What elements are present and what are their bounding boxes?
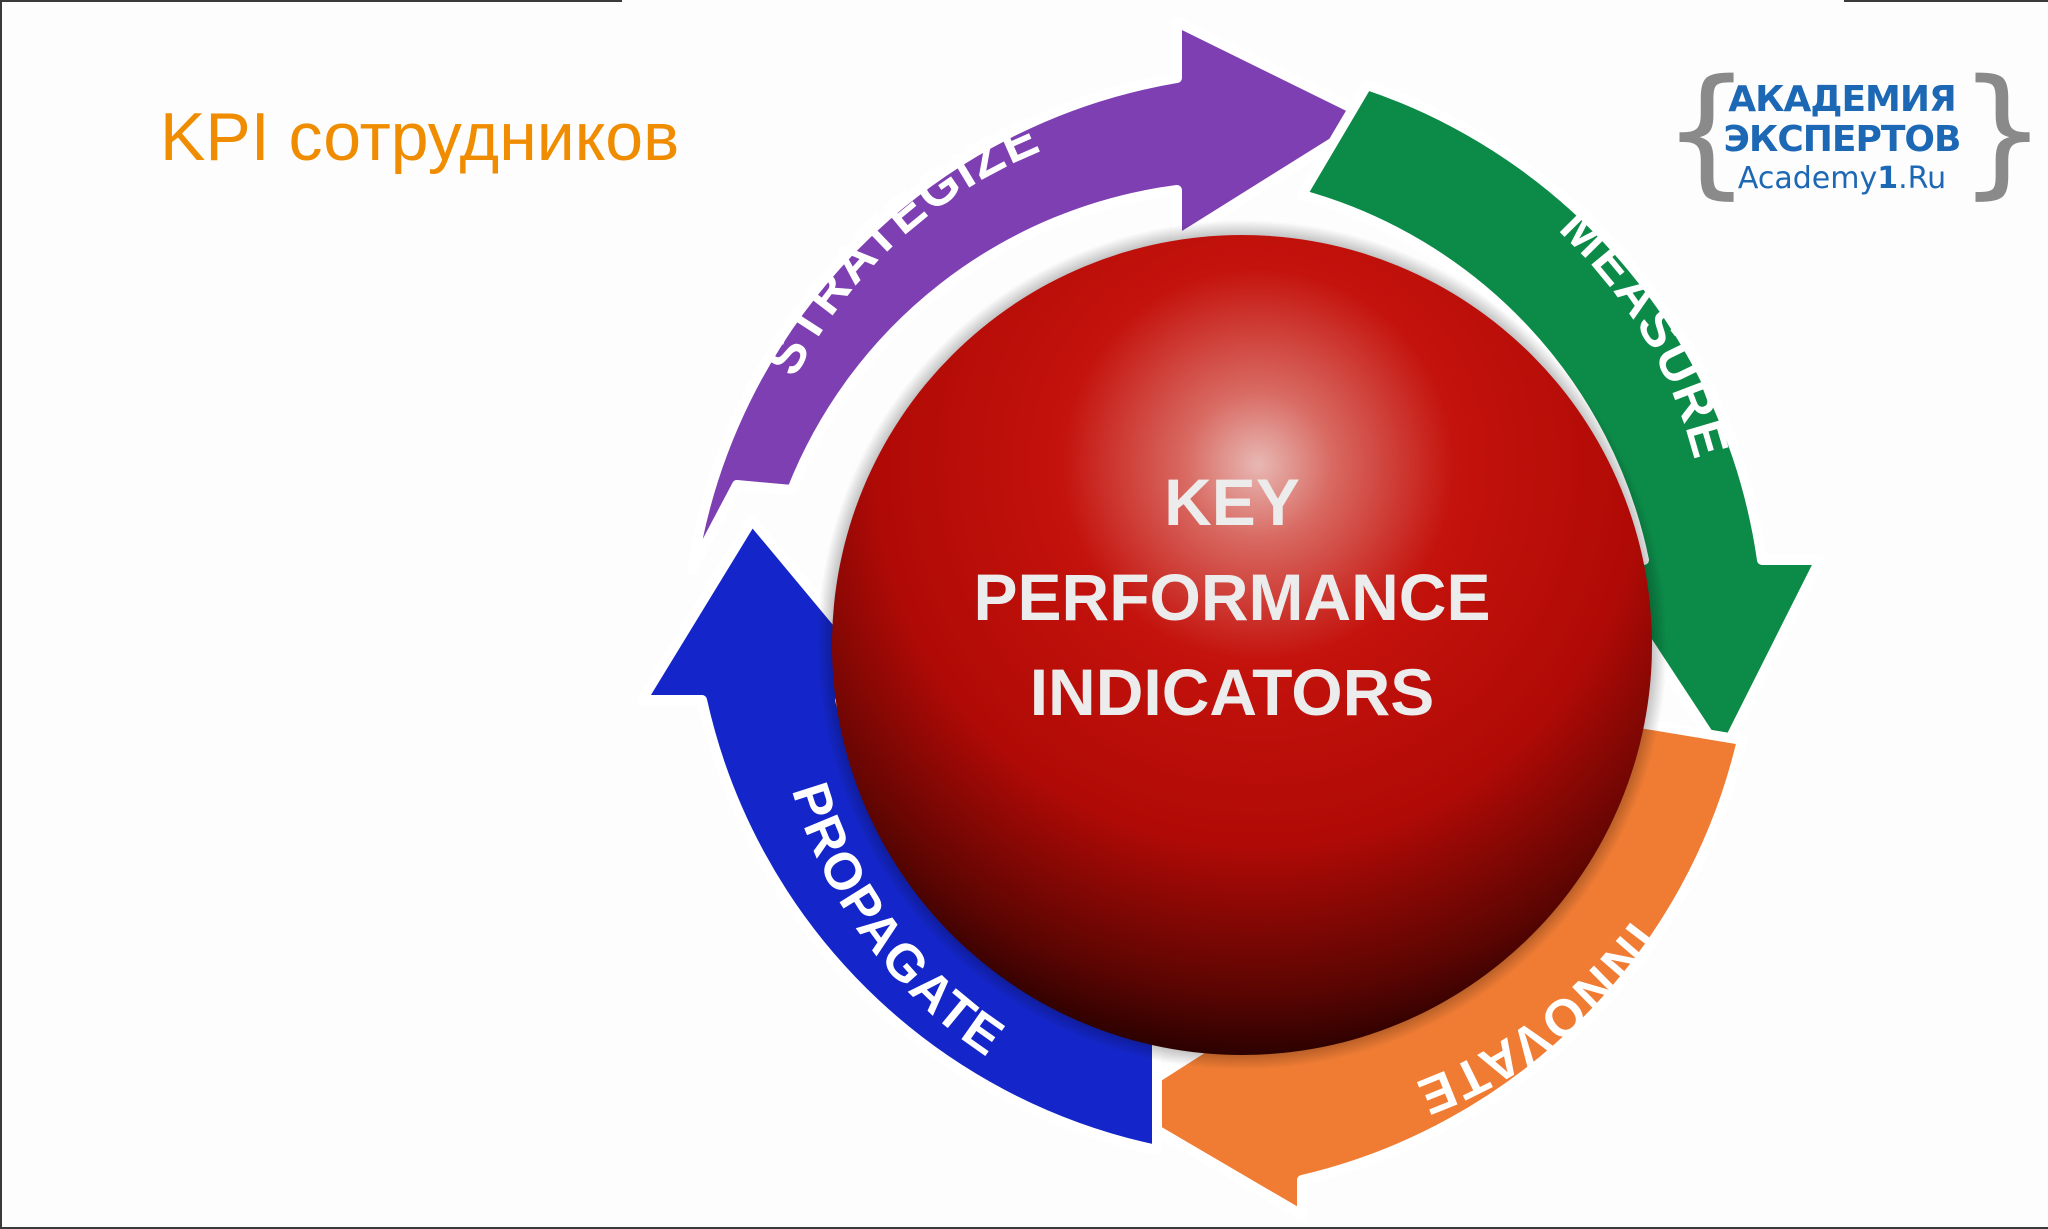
- strategize-arrow: [687, 17, 1377, 575]
- measure-arrow: [1297, 80, 1825, 760]
- academy-logo: { } АКАДЕМИЯ ЭКСПЕРТОВ Academy1.Ru: [1662, 50, 2047, 213]
- top-border-right: [1844, 0, 2048, 2]
- logo-line-3: Academy1.Ru: [1722, 160, 1962, 198]
- right-brace-icon: }: [1958, 50, 2048, 213]
- logo-line-3-suffix: .Ru: [1898, 161, 1947, 196]
- logo-line-3-prefix: Academy: [1737, 161, 1878, 196]
- logo-text: АКАДЕМИЯ ЭКСПЕРТОВ Academy1.Ru: [1722, 80, 1962, 198]
- center-line-2: PERFORMANCE: [973, 560, 1490, 634]
- kpi-sphere: [832, 235, 1652, 1055]
- logo-line-3-bold: 1: [1877, 161, 1899, 196]
- logo-line-1: АКАДЕМИЯ: [1728, 79, 1956, 120]
- logo-line-2: ЭКСПЕРТОВ: [1723, 119, 1962, 160]
- left-brace-icon: {: [1662, 50, 1752, 213]
- center-line-3: INDICATORS: [1030, 655, 1435, 729]
- center-line-1: KEY: [1164, 465, 1300, 539]
- slide-title: KPI сотрудников: [160, 99, 680, 175]
- top-border-left: [2, 0, 622, 2]
